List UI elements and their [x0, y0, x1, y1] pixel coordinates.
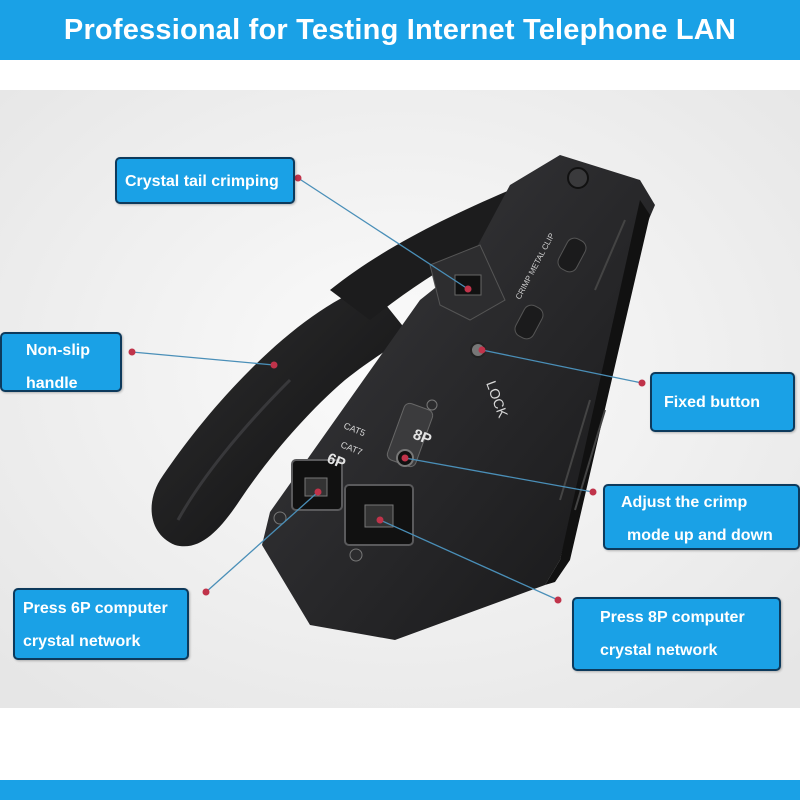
callout-text: Press 8P computer: [600, 609, 745, 626]
callout-text: Adjust the crimp: [621, 494, 748, 511]
callout-fixed-button: Fixed button: [650, 372, 795, 432]
leader-lines: [128, 174, 646, 604]
slot-upper: [557, 237, 587, 273]
callout-adjust-crimp-mode: Adjust the crimp mode up and down: [603, 484, 800, 550]
tool-label-6p: 6P: [325, 450, 348, 473]
callout-press-6p: Press 6P computer crystal network: [13, 588, 189, 660]
callout-crystal-tail-crimping: Crystal tail crimping: [115, 157, 295, 204]
callout-text: mode up and down: [627, 527, 773, 544]
page-title: Professional for Testing Internet Teleph…: [63, 13, 737, 46]
callout-non-slip-handle: Non-slip handle: [0, 332, 122, 392]
footer-band: [0, 780, 800, 800]
upper-arm: [330, 190, 520, 320]
callout-text: Press 6P computer: [23, 600, 168, 617]
crystal-tail-crimper: [454, 274, 482, 296]
callout-text: crystal network: [600, 642, 718, 659]
callout-text: handle: [26, 375, 78, 392]
tool-label-8p: 8P: [411, 426, 434, 449]
callout-text: Crystal tail crimping: [125, 173, 279, 190]
top-button-icon: [567, 167, 589, 189]
callout-text: crystal network: [23, 633, 141, 650]
callout-text: Non-slip: [26, 342, 90, 359]
tool-body: [262, 155, 655, 640]
handle-grip: [151, 285, 410, 547]
title-banner: Professional for Testing Internet Teleph…: [0, 0, 800, 60]
callout-text: Fixed button: [664, 394, 760, 411]
callout-press-8p: Press 8P computer crystal network: [572, 597, 781, 671]
slot-lower: [514, 304, 544, 340]
